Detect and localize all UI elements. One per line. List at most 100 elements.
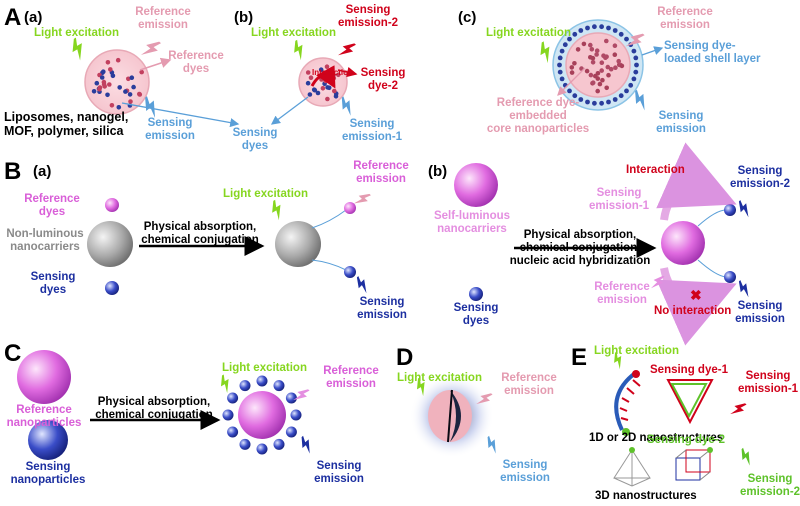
panel-letter-c: C (4, 340, 22, 367)
sensing-nanoparticle (227, 392, 239, 404)
sensing-dye-dot (572, 31, 578, 37)
reference-dye-dot (604, 38, 609, 44)
sensing-dye-dot (585, 25, 590, 31)
dye-dot (91, 89, 97, 94)
panel-letter-d: D (396, 344, 414, 371)
a-a-reference-emission: Reference emission (135, 6, 191, 32)
panel-a-c-label: (c) (458, 9, 477, 26)
sensing-nanoparticle (239, 438, 251, 450)
d-sensing-emission: Sensing emission (500, 459, 550, 485)
panel-letter-e: E (571, 344, 588, 371)
sensing-dye-dot (612, 28, 618, 33)
dye-dot (107, 82, 112, 87)
dye-dot (99, 75, 105, 80)
a-a-light-excitation: Light excitation (34, 27, 119, 39)
dye-dot (105, 92, 110, 98)
sensing-nanoparticle (273, 438, 285, 450)
reference-dye-dot (584, 68, 590, 74)
dye-dot (336, 72, 341, 78)
c-sensing-emission: Sensing emission (314, 460, 364, 486)
svg-text:✖: ✖ (690, 287, 702, 303)
dye-dot (320, 86, 326, 91)
reference-dye-dot (613, 65, 618, 70)
panel-b-b-label: (b) (428, 163, 448, 180)
b-b-sensing-emission-1: Sensing emission-1 (588, 187, 650, 213)
reference-dye-dot (606, 72, 611, 78)
c-process: Physical absorption, chemical conjugatio… (95, 396, 213, 422)
e-sensing-dye-2: Sensing dye-2 (647, 434, 725, 446)
reference-dye-dot (616, 58, 621, 64)
sensing-dye-dot (624, 36, 629, 42)
a-c-reference-emission: Reference emission (657, 6, 713, 32)
reference-dye-dot (599, 68, 604, 73)
dye-dot (308, 75, 314, 80)
sensing-dye-dot (612, 97, 618, 102)
e-sensing-emission-1: Sensing emission-1 (737, 370, 799, 396)
sensing-dye-dot (631, 76, 637, 82)
a-b-light-excitation: Light excitation (251, 27, 336, 39)
sensing-dye-dot (633, 55, 639, 61)
b-a-light-excitation: Light excitation (223, 188, 308, 200)
b-b-self-luminous: Self-luminous nanocarriers (433, 210, 511, 236)
reference-dye-dot (590, 80, 596, 85)
e-nano-3d: 3D nanostructures (595, 490, 697, 502)
sensing-dye-dot (559, 76, 565, 82)
sensing-nanoparticle (227, 426, 239, 438)
sensing-dye-dot (628, 82, 634, 88)
panel-letter-a: A (4, 4, 22, 31)
b-a-sensing-dyes: Sensing dyes (30, 271, 76, 297)
dye-dot (312, 87, 318, 93)
a-b-sensing-dye-2: Sensing dye-2 (360, 67, 406, 93)
sensing-nanoparticle (290, 409, 302, 421)
sensing-dye-dot (578, 28, 584, 33)
dye-dot (137, 92, 143, 97)
b-b-sensing-emission-2: Sensing emission-2 (729, 165, 791, 191)
sensing-dye-dot (557, 69, 563, 75)
b-a-sensing-emission: Sensing emission (357, 296, 407, 322)
dye-dot (129, 75, 135, 80)
reference-dye-dot (589, 47, 595, 52)
reference-dye-dot (594, 48, 600, 53)
sensing-dye-dot (562, 42, 568, 48)
a-c-sensing-emission: Sensing emission (656, 110, 706, 136)
reference-dye-dot (608, 66, 614, 72)
reference-dye-dot (569, 65, 575, 70)
dye-dot (117, 85, 122, 90)
reference-dye-dot (604, 54, 609, 59)
a-b-sensing-emission-2: Sensing emission-2 (337, 4, 399, 30)
reference-dye-dot (595, 71, 601, 76)
a-c-core-nanoparticles: Reference dye- embedded core nanoparticl… (486, 97, 590, 136)
c-sensing-nanoparticles: Sensing nanoparticles (10, 461, 86, 487)
b-b-interaction: Interaction (626, 164, 685, 176)
dye-dot (105, 60, 111, 65)
sensing-dye-dot (559, 48, 565, 54)
dye-dot (109, 103, 115, 108)
panel-a-a-label: (a) (24, 9, 43, 26)
dye-dot (139, 69, 144, 75)
reference-dye-dot (572, 61, 577, 66)
sensing-dye-dot (618, 31, 624, 37)
dye-dot (94, 80, 100, 86)
reference-dye-dot (588, 72, 594, 78)
dye-dot (332, 88, 337, 94)
reference-dye-dot (599, 60, 605, 65)
reference-dye-dot (569, 70, 575, 75)
sensing-dye-dot (634, 62, 639, 68)
dye-dot (97, 85, 103, 90)
reference-dye-dot (612, 43, 618, 48)
sensing-dye-dot (633, 69, 639, 75)
b-b-process: Physical absorption, chemical conjugatio… (509, 229, 651, 268)
reference-dye-dot (612, 52, 618, 57)
b-b-sensing-emission: Sensing emission (735, 300, 785, 326)
reference-dye-dot (581, 41, 587, 47)
dye-dot (115, 57, 121, 63)
panel-b-a-label: (a) (33, 163, 52, 180)
b-a-non-luminous: Non-luminous nanocarriers (6, 228, 84, 254)
a-sensing-dyes: Sensing dyes (232, 127, 278, 153)
a-c-shell-layer: Sensing dye- loaded shell layer (664, 40, 761, 66)
dye-dot (323, 78, 328, 84)
reference-dye-dot (595, 88, 600, 94)
sensing-dye-dot (624, 88, 629, 94)
